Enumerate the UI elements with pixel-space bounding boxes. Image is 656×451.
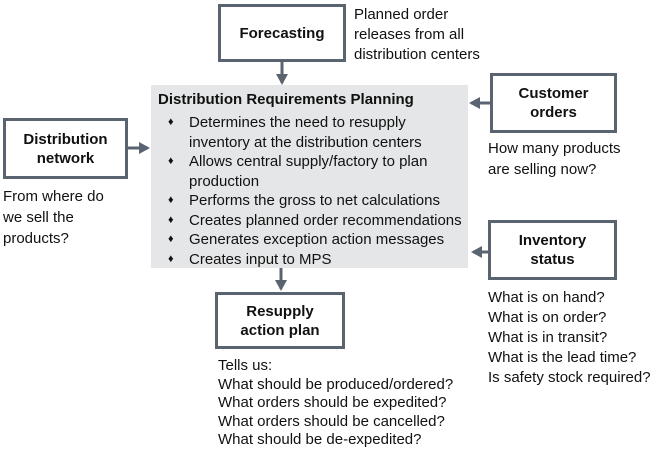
customer-orders-label-line: orders <box>518 103 588 122</box>
forecasting-label-line: Forecasting <box>239 24 324 43</box>
drp-panel-title: Distribution Requirements Planning <box>158 91 414 108</box>
resupply-action-plan-note-line: What orders should be cancelled? <box>218 413 453 432</box>
inventory-status-box: Inventory status <box>488 220 617 280</box>
inventory-status-note-line-text: What is on order? <box>488 309 607 326</box>
inventory-status-note-line-text: What is the lead time? <box>488 349 637 366</box>
distribution-network-label-line-text: network <box>36 149 95 167</box>
inventory-status-label-line-text: status <box>530 251 575 268</box>
inventory-status-label-line: status <box>519 250 587 269</box>
inventory-status-note-line-text: What is in transit? <box>488 329 608 346</box>
distribution-network-note-line: we sell the <box>3 207 104 228</box>
inventory-status-label: Inventory status <box>519 231 587 269</box>
forecasting-note-line: releases from all <box>354 25 480 45</box>
distribution-network-note: From where do we sell the products? <box>3 186 104 249</box>
drp-bullet-item-text: Performs the gross to net calculations <box>189 192 440 209</box>
forecasting-label: Forecasting <box>239 24 324 43</box>
customer-orders-note: How many products are selling now? <box>488 138 621 180</box>
drp-bullet-item: ♦ Creates input to MPS <box>168 250 462 270</box>
inventory-status-note-line: What is on hand? <box>488 288 651 308</box>
forecasting-label-line-text: Forecasting <box>239 24 325 42</box>
resupply-action-plan-note-line: What should be de-expedited? <box>218 431 453 450</box>
bullet-diamond-icon: ♦ <box>168 194 174 206</box>
forecasting-note-line-text: distribution centers <box>354 46 480 63</box>
forecasting-box: Forecasting <box>218 4 346 62</box>
resupply-action-plan-note-line-text: What orders should be cancelled? <box>218 412 445 430</box>
customer-orders-label: Customer orders <box>518 84 588 122</box>
resupply-action-plan-note-line: Tells us: <box>218 357 453 376</box>
forecasting-note-line-text: releases from all <box>354 26 465 43</box>
drp-bullet-item: ♦ Generates exception action messages <box>168 230 462 250</box>
drp-panel: Distribution Requirements Planning ♦ Dete… <box>151 85 468 268</box>
drp-bullet-item-text: Creates input to MPS <box>189 250 332 268</box>
resupply-action-plan-note-line-text: What should be de-expedited? <box>218 431 422 448</box>
drp-bullet-item: ♦ Performs the gross to net calculations <box>168 191 462 211</box>
distribution-network-note-line-text: we sell the <box>3 209 74 226</box>
inventory-status-note-line-text: Is safety stock required? <box>488 369 651 386</box>
drp-bullet-item-text: Generates exception action messages <box>189 231 445 248</box>
inventory-status-note-line: Is safety stock required? <box>488 368 651 388</box>
bullet-diamond-icon: ♦ <box>168 213 174 226</box>
resupply-action-plan-note-line: What orders should be expedited? <box>218 394 453 413</box>
forecasting-note-line: Planned order <box>354 5 480 25</box>
resupply-action-plan-note-line-text: What orders should be expedited? <box>218 394 447 411</box>
forecasting-note-line: distribution centers <box>354 45 480 65</box>
inventory-status-note-line: What is in transit? <box>488 328 651 348</box>
customer-orders-label-line-text: Customer <box>518 85 589 102</box>
inventory-status-label-line-text: Inventory <box>518 232 587 249</box>
resupply-action-plan-note: Tells us:What should be produced/ordered… <box>218 357 453 450</box>
resupply-action-plan-label-line-text: Resupply <box>246 302 314 320</box>
customer-orders-note-line: are selling now? <box>488 159 621 180</box>
inventory-status-note-line: What is the lead time? <box>488 348 651 368</box>
bullet-diamond-icon: ♦ <box>168 233 174 245</box>
inventory-status-note: What is on hand? What is on order? What is… <box>488 288 651 388</box>
forecasting-note: Planned order releases from all distributi… <box>354 5 480 65</box>
resupply-action-plan-label-line: action plan <box>240 321 319 340</box>
distribution-network-note-line: From where do <box>3 186 104 207</box>
resupply-action-plan-label-line-text: action plan <box>240 321 320 339</box>
customer-orders-note-line-text: are selling now? <box>488 161 597 178</box>
distribution-network-label-line: Distribution <box>23 130 107 149</box>
customer-orders-box: Customer orders <box>490 73 617 133</box>
customer-orders-label-line-text: orders <box>530 104 577 121</box>
distribution-network-label-line: network <box>23 149 107 168</box>
bullet-diamond-icon: ♦ <box>168 252 174 265</box>
forecasting-note-line-text: Planned order <box>354 6 449 23</box>
inventory-status-note-line-text: What is on hand? <box>488 289 605 306</box>
distribution-network-note-line-text: products? <box>3 230 69 247</box>
inventory-status-label-line: Inventory <box>519 231 587 250</box>
customer-orders-note-line-text: How many products <box>488 140 621 157</box>
resupply-action-plan-note-line-text: Tells us: <box>218 357 273 374</box>
bullet-diamond-icon: ♦ <box>168 155 174 167</box>
customer-orders-note-line: How many products <box>488 138 621 159</box>
bullet-diamond-icon: ♦ <box>168 116 174 128</box>
resupply-action-plan-label-line: Resupply <box>240 302 319 321</box>
drp-bullet-item-text: Creates planned order recommendations <box>189 211 462 229</box>
distribution-network-label-line-text: Distribution <box>23 130 108 148</box>
inventory-status-note-line: What is on order? <box>488 308 651 328</box>
customer-orders-label-line: Customer <box>518 84 588 103</box>
resupply-action-plan-note-line: What should be produced/ordered? <box>218 376 453 395</box>
resupply-action-plan-note-line-text: What should be produced/ordered? <box>218 375 454 393</box>
drp-bullet-item: ♦ Creates planned order recommendations <box>168 211 462 231</box>
distribution-network-note-line: products? <box>3 228 104 249</box>
distribution-network-note-line-text: From where do <box>3 188 104 205</box>
